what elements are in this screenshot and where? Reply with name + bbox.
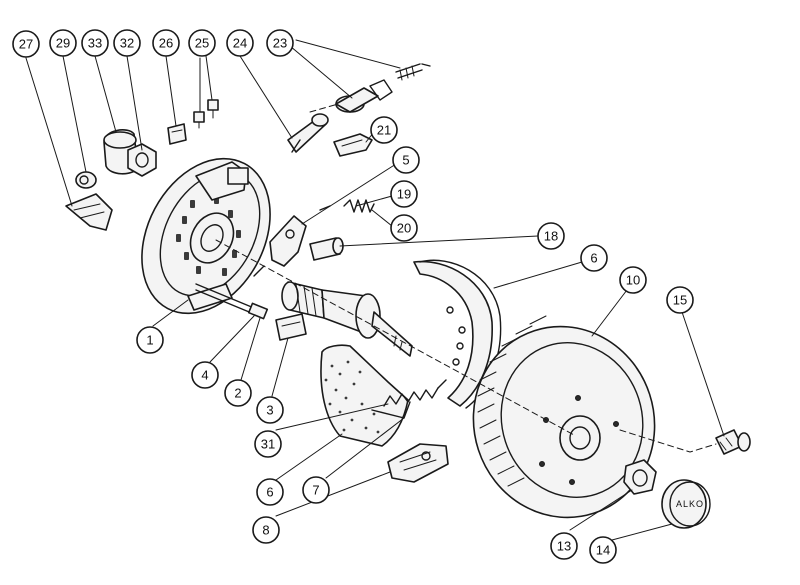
part-sleeve-29 — [75, 171, 97, 189]
callout-24: 24 — [226, 29, 254, 57]
bolt-axis-line — [309, 103, 339, 113]
svg-text:27: 27 — [19, 37, 33, 52]
callout-7: 7 — [302, 476, 330, 504]
part-return-spring-31 — [383, 379, 447, 407]
callout-1: 1 — [136, 326, 164, 354]
part-axle-stub — [281, 281, 413, 357]
part-clip-26 — [167, 123, 187, 145]
callout-5: 5 — [392, 146, 420, 174]
callout-25: 25 — [188, 29, 216, 57]
svg-text:23: 23 — [273, 36, 287, 51]
part-back-plate-1 — [141, 157, 271, 315]
svg-text:2: 2 — [234, 386, 241, 401]
callout-6-upper: 6 — [580, 244, 608, 272]
callout-20: 20 — [390, 214, 418, 242]
part-lower-shoe-6 — [320, 344, 411, 447]
svg-text:6: 6 — [590, 251, 597, 266]
callout-15: 15 — [666, 286, 694, 314]
svg-text:5: 5 — [402, 153, 409, 168]
callout-3: 3 — [256, 396, 284, 424]
callout-33: 33 — [81, 29, 109, 57]
svg-text:32: 32 — [120, 36, 134, 51]
svg-text:21: 21 — [377, 123, 391, 138]
svg-text:18: 18 — [544, 229, 558, 244]
nipple-axis-line — [619, 429, 717, 453]
shoe-lining-texture — [324, 360, 380, 434]
part-screws-25 — [193, 99, 219, 129]
callout-2: 2 — [224, 379, 252, 407]
part-bracket-27 — [65, 193, 113, 231]
svg-text:4: 4 — [201, 368, 208, 383]
part-rod-4 — [195, 283, 269, 320]
callout-4: 4 — [191, 361, 219, 389]
callout-29: 29 — [49, 29, 77, 57]
part-brake-drum-10 — [472, 315, 656, 519]
svg-text:19: 19 — [397, 187, 411, 202]
svg-text:25: 25 — [195, 36, 209, 51]
part-nut-32 — [127, 143, 157, 177]
svg-text:3: 3 — [266, 403, 273, 418]
svg-text:29: 29 — [56, 36, 70, 51]
callout-14: 14 — [589, 536, 617, 564]
svg-text:15: 15 — [673, 293, 687, 308]
callout-10: 10 — [619, 266, 647, 294]
drum-fins — [477, 315, 547, 487]
callout-32: 32 — [113, 29, 141, 57]
svg-text:24: 24 — [233, 36, 247, 51]
back-plate-holes — [176, 196, 241, 276]
assembly-axis-line — [215, 239, 577, 437]
part-axle-nut-13 — [623, 459, 657, 495]
callout-31: 31 — [254, 430, 282, 458]
part-cable-bolt-23 — [335, 63, 431, 113]
hub-cap-brand-text: ALKO — [676, 499, 704, 509]
callout-23: 23 — [266, 29, 294, 57]
callout-26: 26 — [152, 29, 180, 57]
part-grease-nipple-15 — [715, 429, 751, 455]
callout-18: 18 — [537, 222, 565, 250]
svg-text:1: 1 — [146, 333, 153, 348]
part-expander-5 — [253, 215, 307, 277]
part-lever-24 — [287, 113, 329, 153]
svg-text:7: 7 — [312, 483, 319, 498]
svg-text:20: 20 — [397, 221, 411, 236]
svg-text:6: 6 — [266, 485, 273, 500]
part-spring-clip-21 — [333, 133, 373, 157]
svg-text:26: 26 — [159, 36, 173, 51]
part-bush-33 — [103, 129, 139, 175]
leader-lines — [25, 39, 725, 541]
part-adjuster-8 — [387, 443, 449, 483]
svg-text:33: 33 — [88, 36, 102, 51]
svg-text:8: 8 — [262, 523, 269, 538]
svg-text:13: 13 — [557, 539, 571, 554]
part-pin-18 — [309, 237, 344, 261]
svg-text:10: 10 — [626, 273, 640, 288]
callout-27: 27 — [12, 30, 40, 58]
callout-21: 21 — [370, 116, 398, 144]
part-hub-cap-14: ALKO — [661, 479, 711, 529]
callout-13: 13 — [550, 532, 578, 560]
part-spring-19-20 — [319, 199, 375, 213]
callout-19: 19 — [390, 180, 418, 208]
callout-8: 8 — [252, 516, 280, 544]
part-shim-3 — [275, 313, 307, 341]
callout-6-lower: 6 — [256, 478, 284, 506]
svg-text:14: 14 — [596, 543, 610, 558]
svg-text:31: 31 — [261, 437, 275, 452]
